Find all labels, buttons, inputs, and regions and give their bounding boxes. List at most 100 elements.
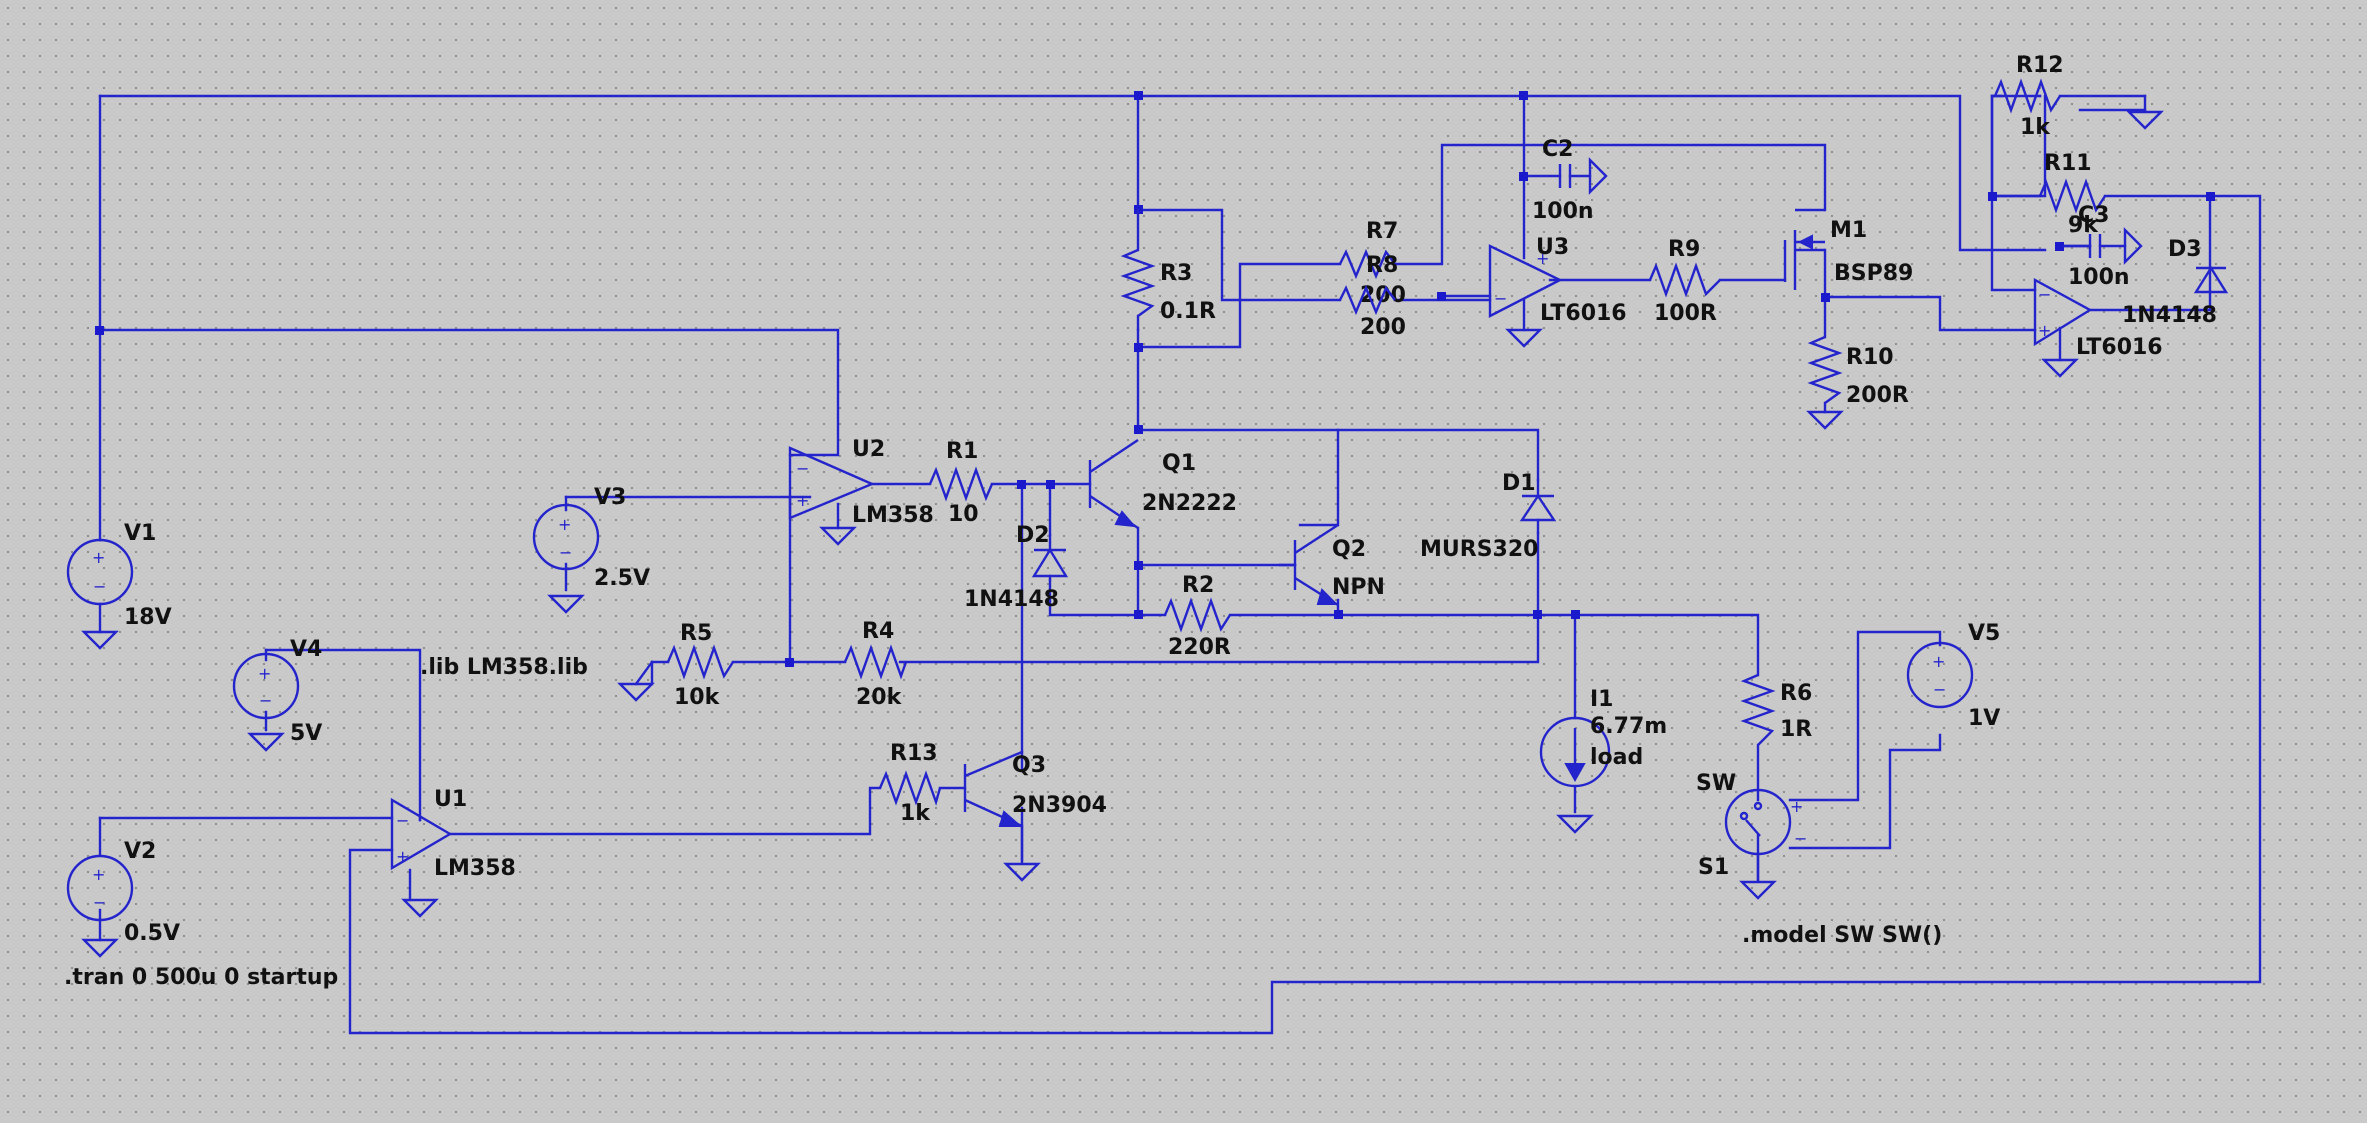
spice-directive-tran[interactable]: .tran 0 500u 0 startup [64,965,338,990]
opamp-u1[interactable]: − + U1 LM358 [390,787,516,918]
v5-ref: V5 [1968,621,2000,646]
svg-text:−: − [396,811,409,830]
q2-ref: Q2 [1332,537,1366,562]
current-source-i1[interactable]: I1 6.77m load [1539,687,1667,834]
u1-ref: U1 [434,787,467,812]
svg-text:−: − [259,691,272,710]
r12-ref: R12 [2016,53,2064,78]
d3-value: 1N4148 [2122,303,2217,328]
r4-ref: R4 [862,619,894,644]
u3-value: LT6016 [1540,301,1627,326]
resistor-r6[interactable]: R6 1R [1740,673,1812,746]
r1-ref: R1 [946,439,978,464]
r13-ref: R13 [890,741,938,766]
diode-d2[interactable]: D2 1N4148 [964,523,1069,612]
u1-value: LM358 [434,856,516,881]
resistor-r13[interactable]: R13 1k [878,741,942,826]
voltage-source-v5[interactable]: + − V5 1V [1906,621,2000,731]
r4-value: 20k [856,685,903,710]
r13-value: 1k [900,801,931,826]
diode-d1[interactable]: D1 MURS320 [1420,471,1557,562]
r7-ref: R7 [1366,219,1398,244]
r1-value: 10 [948,502,979,527]
r11-value: 9k [2068,213,2099,238]
voltage-source-v3[interactable]: + − V3 2.5V [532,485,650,614]
r11-ref: R11 [2044,151,2092,176]
d2-ref: D2 [1016,523,1050,548]
r5-ref: R5 [680,621,712,646]
resistor-r8[interactable]: R8 200 [1338,253,1406,340]
voltage-source-v4[interactable]: + − V4 5V [232,637,322,752]
resistor-r4[interactable]: R4 20k [843,619,908,710]
r12-value: 1k [2020,115,2051,140]
switch-s1[interactable]: + − SW S1 [1696,771,1807,900]
i1-value: 6.77m [1590,714,1667,739]
r2-value: 220R [1168,635,1231,660]
resistor-r2[interactable]: R2 220R [1163,573,1232,660]
svg-text:−: − [1933,680,1946,699]
svg-text:+: + [92,865,105,884]
svg-text:+: + [1790,797,1803,816]
transistor-q2[interactable]: Q2 NPN [1278,523,1385,607]
s1-inst: S1 [1698,855,1729,880]
sw-ref: SW [1696,771,1736,796]
q3-ref: Q3 [1012,753,1046,778]
u4-value: LT6016 [2076,335,2163,360]
capacitor-c2[interactable]: C2 100n [1532,137,1608,224]
r8-value: 200 [1360,315,1406,340]
svg-text:+: + [2038,321,2051,340]
c2-ref: C2 [1542,137,1573,162]
i1-ref: I1 [1590,687,1614,712]
svg-text:−: − [796,459,809,478]
resistor-r5[interactable]: R5 10k [618,621,735,710]
spice-directive-lib[interactable]: .lib LM358.lib [420,655,588,680]
svg-text:+: + [796,491,809,510]
q2-value: NPN [1332,575,1385,600]
r6-ref: R6 [1780,681,1812,706]
d1-ref: D1 [1502,471,1536,496]
m1-ref: M1 [1830,218,1867,243]
opamp-u3[interactable]: − + U3 LT6016 [1488,235,1627,348]
r8-ref: R8 [1366,253,1398,278]
u2-value: LM358 [852,503,934,528]
u2-ref: U2 [852,437,885,462]
q1-value: 2N2222 [1142,491,1237,516]
opamp-u4[interactable]: − + LT6016 [2033,277,2163,378]
v2-ref: V2 [124,839,156,864]
r3-ref: R3 [1160,261,1192,286]
d1-value: MURS320 [1420,537,1538,562]
resistor-r1[interactable]: R1 10 [928,439,994,527]
v4-value: 5V [290,721,322,746]
r9-value: 100R [1654,301,1717,326]
diode-d3[interactable]: D3 1N4148 [2122,237,2229,328]
svg-text:−: − [1794,829,1807,848]
v4-ref: V4 [290,637,322,662]
capacitor-c3[interactable]: C3 100n [2062,203,2143,290]
opamp-u2[interactable]: − + U2 LM358 [788,437,934,546]
q1-ref: Q1 [1162,451,1196,476]
spice-directive-model[interactable]: .model SW SW() [1742,923,1942,948]
transistor-q3[interactable]: Q3 2N3904 [963,750,1107,882]
transistor-q1[interactable]: Q1 2N2222 [1088,439,1237,529]
r10-value: 200R [1846,383,1909,408]
mosfet-m1[interactable]: M1 BSP89 [1783,208,1913,290]
d3-ref: D3 [2168,237,2202,262]
c3-ref: C3 [2078,203,2109,228]
resistor-r12[interactable]: R12 1k [1993,53,2163,140]
voltage-source-v1[interactable]: + − V1 18V [66,521,172,650]
voltage-source-v2[interactable]: + − V2 0.5V [66,839,180,958]
resistor-r10[interactable]: R10 200R [1807,335,1909,430]
resistor-r9[interactable]: R9 100R [1648,237,1721,326]
v2-value: 0.5V [124,921,180,946]
svg-text:+: + [1932,652,1945,671]
q3-value: 2N3904 [1012,793,1107,818]
v1-ref: V1 [124,521,156,546]
r10-ref: R10 [1846,345,1894,370]
svg-text:−: − [2038,285,2051,304]
m1-value: BSP89 [1834,261,1913,286]
resistor-r3[interactable]: R3 0.1R [1120,208,1216,332]
svg-text:−: − [1494,289,1507,308]
resistor-r11[interactable]: R11 9k [2038,151,2107,238]
